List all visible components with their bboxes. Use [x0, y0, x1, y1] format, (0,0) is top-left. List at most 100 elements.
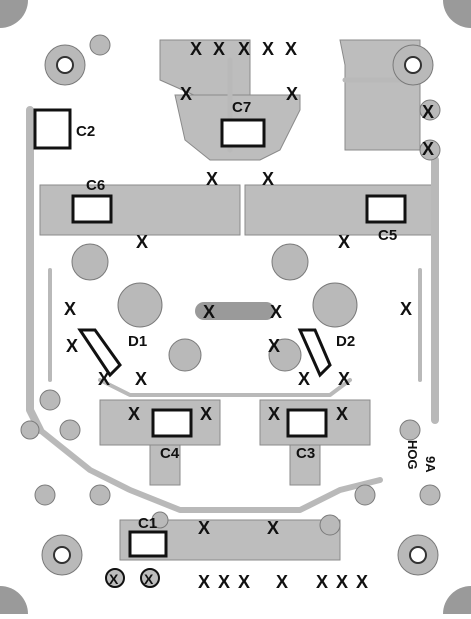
drill-mark: X	[128, 404, 140, 424]
component-labels: C7 C2 C6 C5 D1 D2 C4 C3 C1 HOG 9A	[76, 99, 438, 532]
drill-mark: X	[400, 299, 412, 319]
drill-mark: X	[276, 572, 288, 592]
capacitor-c5-body	[365, 194, 407, 224]
pad-right-c3	[399, 419, 421, 441]
capacitor-c6-body	[71, 194, 113, 224]
drill-mark: X	[200, 404, 212, 424]
drill-mark: X	[270, 302, 282, 322]
drill-mark: X	[336, 404, 348, 424]
drill-mark: X	[286, 84, 298, 104]
pad-bottom-right-1	[354, 484, 376, 506]
components	[33, 108, 407, 558]
drill-mark: X	[298, 369, 310, 389]
drill-mark: X	[336, 572, 348, 592]
drill-mark: X	[136, 232, 148, 252]
pad-large-d1	[117, 282, 163, 328]
drill-mark: X	[203, 302, 215, 322]
drill-mark: X	[338, 232, 350, 252]
drill-mark: X	[198, 518, 210, 538]
drill-mark: X	[135, 369, 147, 389]
drill-mark: X	[64, 299, 76, 319]
trace-center-bar	[195, 302, 275, 320]
drill-mark: X	[285, 39, 297, 59]
label-c5: C5	[378, 227, 397, 244]
label-c7: C7	[232, 99, 251, 116]
pad-c1-right	[319, 514, 341, 536]
drill-mark: X	[198, 572, 210, 592]
traces	[26, 57, 439, 513]
pad-large-d2	[312, 282, 358, 328]
trace-diode-link	[98, 378, 352, 397]
diode-d1-body	[77, 328, 122, 378]
pad-bottom-left-1	[34, 484, 56, 506]
copper-areas	[39, 39, 436, 561]
capacitor-c3-body	[286, 408, 328, 438]
pad-d2-mid	[268, 338, 302, 372]
drill-mark: X	[218, 572, 230, 592]
pad-large-left	[71, 243, 109, 281]
drill-mark: X	[316, 572, 328, 592]
capacitor-c2-body	[33, 108, 72, 150]
drill-mark: X	[422, 102, 434, 122]
pad-right-2	[419, 139, 441, 161]
drill-mark: X	[190, 39, 202, 59]
pads	[20, 34, 441, 576]
copper-c4-stub	[149, 444, 181, 486]
capacitor-c4-body	[151, 408, 193, 438]
label-c6: C6	[86, 177, 105, 194]
trace-bottom-curve	[37, 427, 383, 513]
copper-c6-area	[39, 184, 241, 236]
corner-mark-bottom-left	[0, 586, 28, 614]
drill-marks: X X X X X X X X X X X X X X X X X X X X …	[64, 39, 434, 592]
drill-mark: X	[98, 369, 110, 389]
corner-mark-top-right	[443, 0, 471, 28]
drill-mark: X	[238, 572, 250, 592]
pad-bottom-right-2	[419, 484, 441, 506]
drill-pad-circle	[105, 568, 125, 588]
drill-mark: X	[109, 571, 119, 587]
drill-mark: X	[262, 169, 274, 189]
pad-large-center	[271, 243, 309, 281]
pad-d1-mid	[168, 338, 202, 372]
mounting-hole-bottom-left	[53, 546, 71, 564]
pad-right-1	[419, 99, 441, 121]
pad-left-edge	[20, 420, 40, 440]
mounting-hole-top-left	[56, 56, 74, 74]
drill-mark: X	[338, 369, 350, 389]
drill-pad-circle	[140, 568, 160, 588]
trace-left-vertical	[26, 106, 44, 434]
diode-d2-body	[297, 328, 332, 378]
pad-left-c4	[59, 419, 81, 441]
drill-mark: X	[268, 404, 280, 424]
drill-mark: X	[268, 336, 280, 356]
drill-mark: X	[206, 169, 218, 189]
pad-top-left-small	[89, 34, 111, 56]
label-c1: C1	[138, 515, 157, 532]
label-c4: C4	[160, 445, 180, 462]
board-id-line1: HOG	[405, 440, 420, 470]
pad-c1-left	[151, 511, 169, 529]
drill-mark: X	[262, 39, 274, 59]
drill-mark: X	[180, 84, 192, 104]
pad-bottom-left-2	[89, 484, 111, 506]
drill-mark: X	[422, 139, 434, 159]
drill-mark: X	[213, 39, 225, 59]
capacitor-c7-body	[220, 118, 266, 148]
label-c3: C3	[296, 445, 315, 462]
drill-mark: X	[356, 572, 368, 592]
mounting-hole-bottom-right	[409, 546, 427, 564]
drill-mark: X	[66, 336, 78, 356]
corner-mark-top-left	[0, 0, 28, 28]
drill-mark: X	[144, 571, 154, 587]
circled-drill-marks: X X	[105, 568, 160, 588]
label-d1: D1	[128, 333, 147, 350]
label-c2: C2	[76, 123, 95, 140]
label-d2: D2	[336, 333, 355, 350]
drill-mark: X	[238, 39, 250, 59]
copper-c3-stub	[289, 444, 321, 486]
pad-left-lower	[39, 389, 61, 411]
corner-mark-bottom-right	[443, 586, 471, 614]
